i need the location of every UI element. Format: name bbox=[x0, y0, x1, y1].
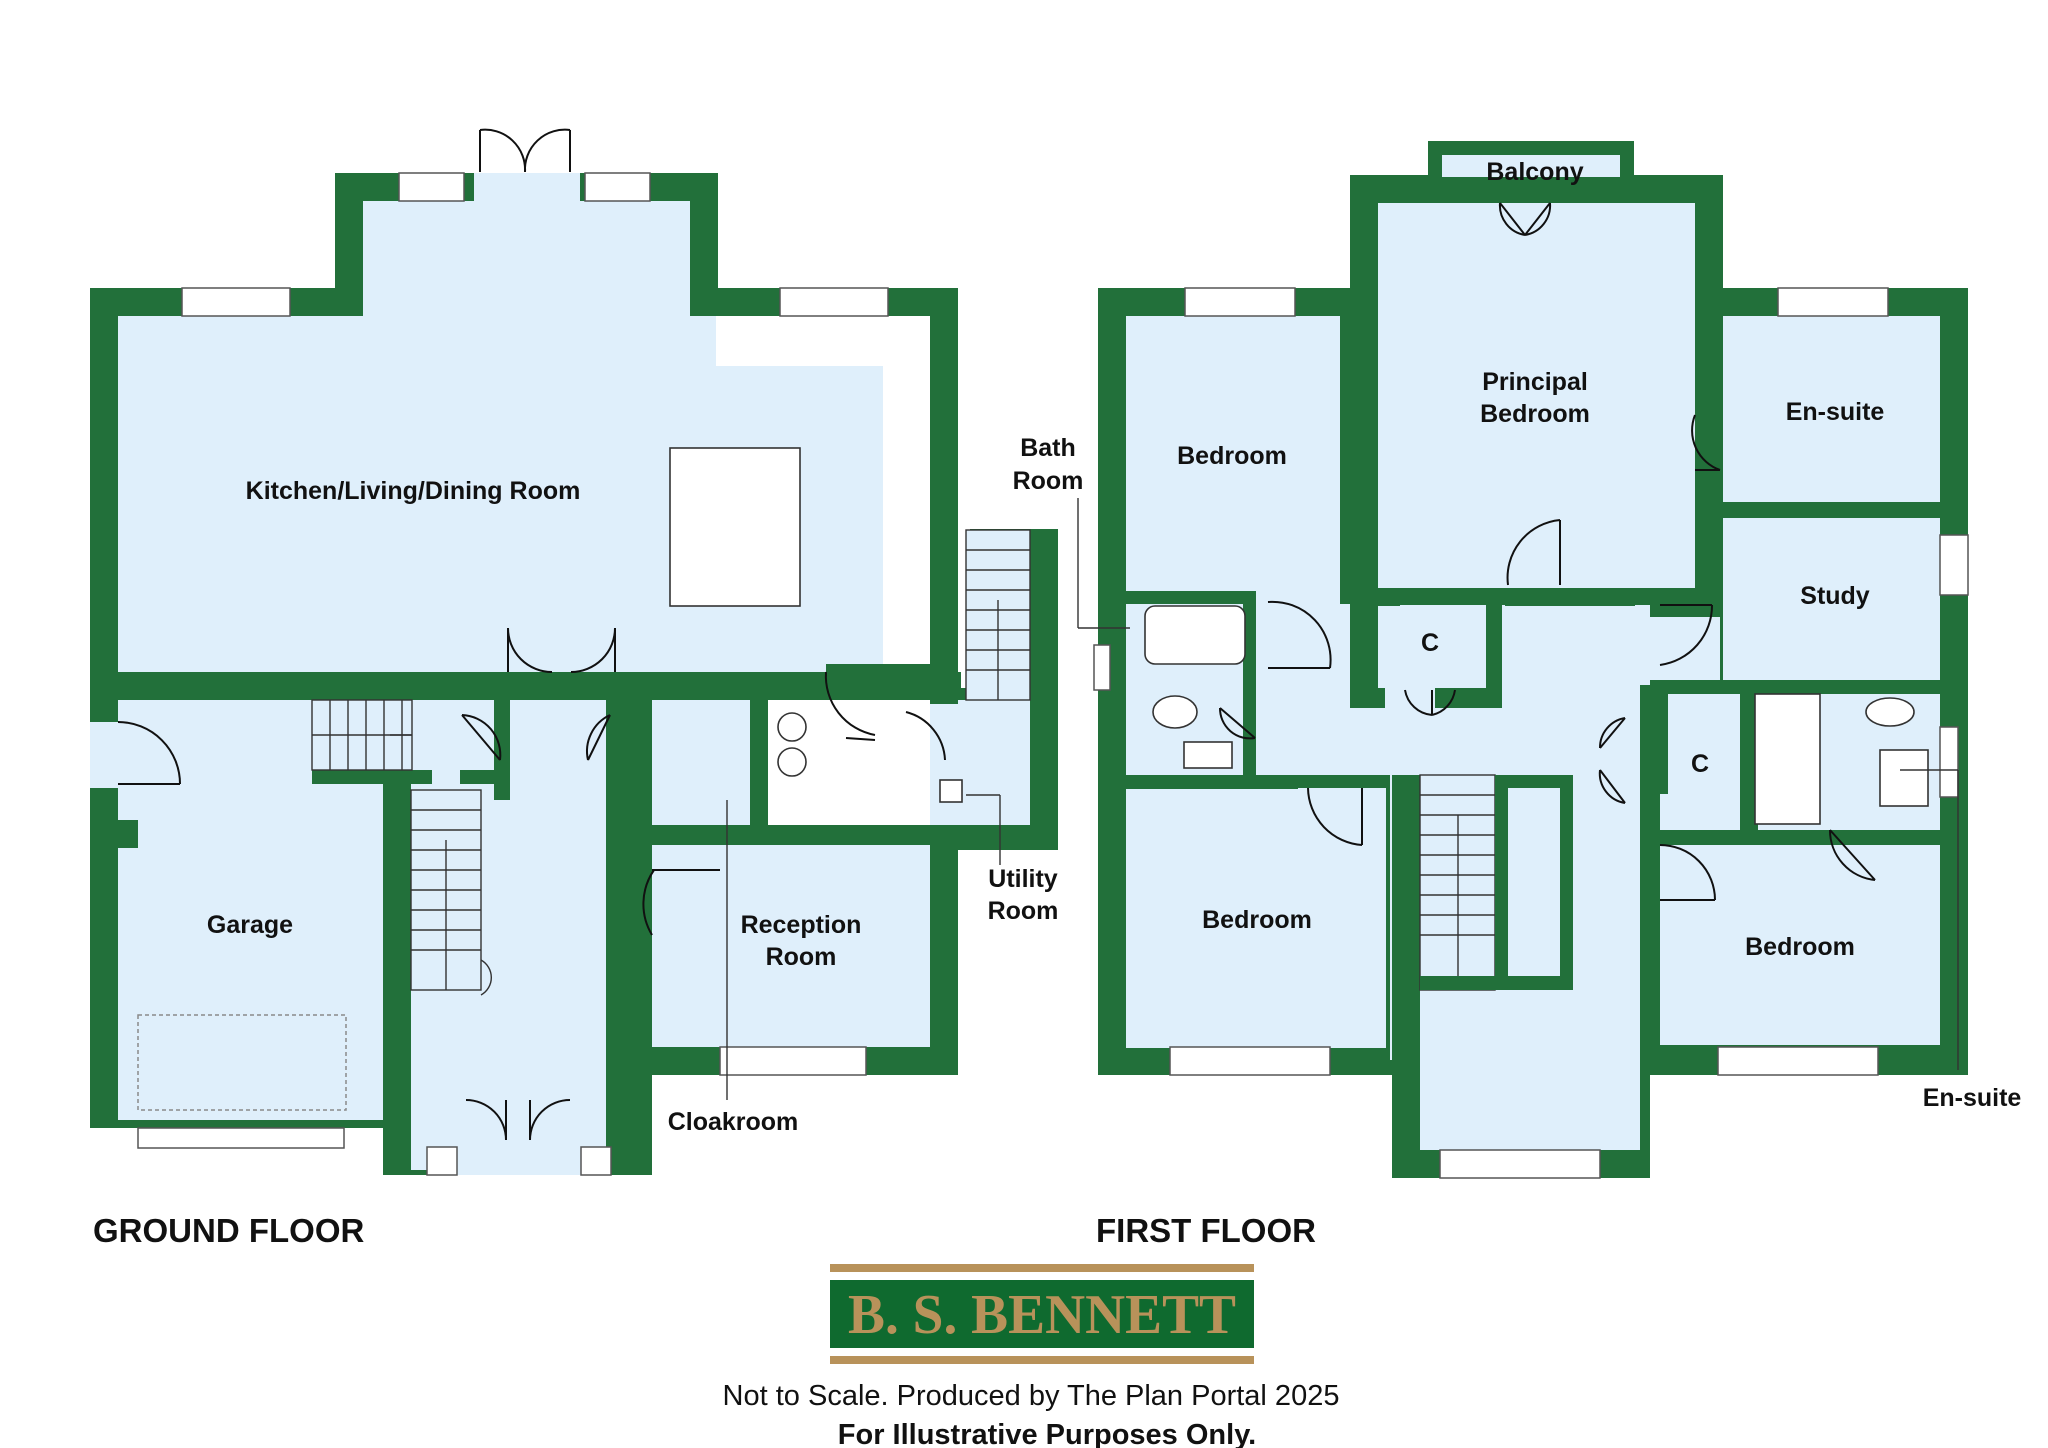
label-bathroom-2: Room bbox=[1013, 467, 1084, 495]
ground-floor-title: GROUND FLOOR bbox=[93, 1212, 364, 1249]
label-ensuite-top: En-suite bbox=[1786, 398, 1885, 426]
ground-stairs-upper bbox=[311, 699, 413, 771]
label-kitchen: Kitchen/Living/Dining Room bbox=[246, 477, 581, 505]
first-floor-plan bbox=[1077, 141, 1969, 1179]
first-floor-title: FIRST FLOOR bbox=[1096, 1212, 1316, 1249]
logo-text: B. S. BENNETT bbox=[848, 1284, 1236, 1346]
label-bedroom-c: Bedroom bbox=[1745, 933, 1855, 961]
ground-stairs-lower bbox=[410, 789, 493, 996]
labels: Kitchen/Living/Dining Room Garage Recept… bbox=[93, 158, 2021, 1249]
label-study: Study bbox=[1800, 582, 1870, 610]
label-bathroom-1: Bath bbox=[1020, 434, 1076, 462]
ground-floor-plan bbox=[90, 128, 1058, 1176]
label-balcony: Balcony bbox=[1486, 158, 1583, 186]
label-principal-2: Bedroom bbox=[1480, 400, 1590, 428]
label-principal-1: Principal bbox=[1482, 368, 1588, 396]
ground-stairs-utility bbox=[965, 529, 1031, 701]
label-cupboard-1: C bbox=[1421, 629, 1439, 657]
footer-disclaimer: Not to Scale. Produced by The Plan Porta… bbox=[723, 1380, 1340, 1412]
label-bedroom-a: Bedroom bbox=[1177, 442, 1287, 470]
footer-illustrative: For Illustrative Purposes Only. bbox=[838, 1419, 1256, 1448]
label-reception-2: Room bbox=[766, 943, 837, 971]
first-stairs bbox=[1419, 774, 1573, 991]
label-utility-2: Room bbox=[988, 897, 1059, 925]
label-reception-1: Reception bbox=[741, 911, 862, 939]
label-garage: Garage bbox=[207, 911, 293, 939]
label-ensuite-bottom: En-suite bbox=[1923, 1084, 2022, 1112]
label-bedroom-b: Bedroom bbox=[1202, 906, 1312, 934]
label-cupboard-2: C bbox=[1691, 750, 1709, 778]
bs-bennett-logo: B. S. BENNETT bbox=[830, 1264, 1254, 1364]
label-cloakroom: Cloakroom bbox=[668, 1108, 799, 1136]
label-utility-1: Utility bbox=[988, 865, 1058, 893]
